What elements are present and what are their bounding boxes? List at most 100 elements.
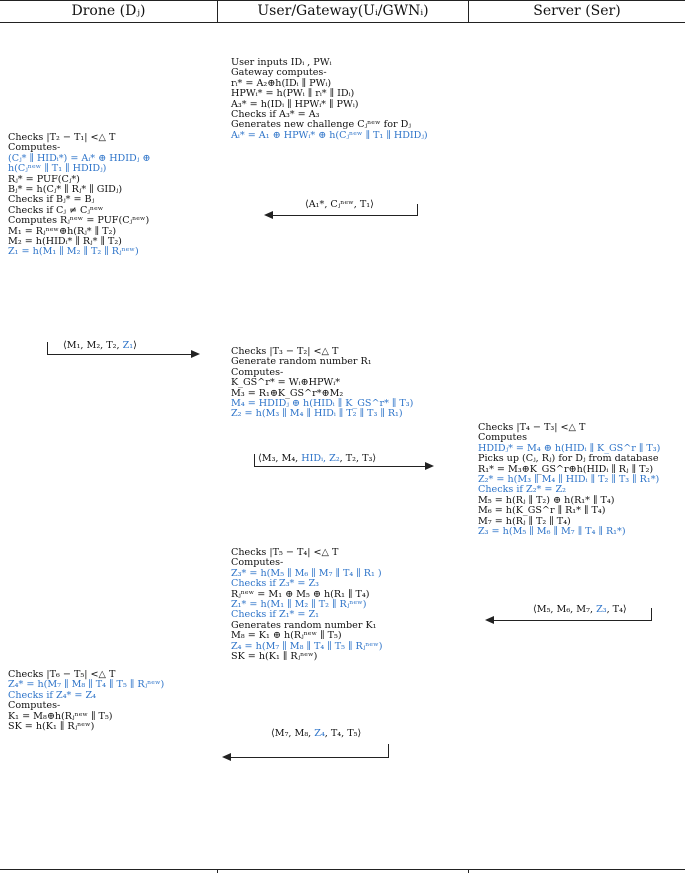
equation-line: Z₄* = h(M₇ ∥ M₈ ∥ T₄ ∥ T₅ ∥ Rⱼⁿᵉʷ) (8, 679, 165, 691)
equation-line: rᵢ* = A₂⊕h(IDᵢ ∥ PWᵢ) (231, 77, 332, 89)
equation-line: Checks |T₂ − T₁| <△ T (8, 132, 116, 143)
equation-line: HPWᵢ* = h(PWᵢ ∥ rᵢ* ∥ IDᵢ) (231, 88, 355, 100)
equation-line: Aᵢ* = A₁ ⊕ HPWᵢ* ⊕ h(Cⱼⁿᵉʷ ∥ T₁ ∥ HDIDⱼ) (231, 129, 428, 141)
equation-line: K₁ = M₈⊕h(Rⱼⁿᵉʷ ∥ T₅) (8, 710, 113, 722)
equation-line: User inputs IDᵢ , PWᵢ (231, 57, 332, 68)
equation-line: Z₃ = h(M₅ ∥ M₆ ∥ M₇ ∥ T₄ ∥ R₁*) (478, 525, 626, 537)
equation-line: SK = h(K₁ ∥ Rⱼⁿᵉʷ) (231, 650, 318, 662)
equation-line: Checks |T₄ − T₃| <△ T (478, 422, 586, 433)
message-1-arrow (272, 215, 417, 216)
message-4-tick (651, 608, 652, 621)
equation-line: Z₃* = h(M₅ ∥ M₆ ∥ M₇ ∥ T₄ ∥ R₁ ) (231, 567, 382, 579)
equation-line: A₃* = h(IDᵢ ∥ HPWᵢ* ∥ PWᵢ) (231, 98, 359, 110)
message-1-arrowhead (264, 211, 273, 219)
message-5-text-b: Z₄ (314, 728, 325, 739)
equation-line: Z₁ = h(M₁ ∥ M₂ ∥ T₂ ∥ Rⱼⁿᵉʷ) (8, 246, 139, 258)
message-4-text-c: , T₄⟩ (606, 604, 627, 615)
equation-line: Checks if Z₄* = Z₄ (8, 689, 96, 701)
message-5-arrow (230, 757, 388, 758)
message-4-arrowhead (485, 616, 494, 624)
equation-line: Checks if Z₂* = Z₂ (478, 484, 566, 496)
message-3-label: ⟨M₃, M₄, HIDᵢ, Z₂, T₂, T₃⟩ (258, 453, 376, 464)
equation-line: Computes- (8, 142, 61, 154)
equation-line: Picks up (Cⱼ, Rⱼ) for Dⱼ from database (478, 453, 659, 465)
drone-header: Drone (Dⱼ) (71, 3, 146, 19)
message-2-tick (47, 342, 48, 354)
equation-line: Rⱼ* = PUF(Cⱼ*) (8, 173, 80, 185)
equation-line: Generates random number K₁ (231, 619, 377, 631)
message-2-arrowhead (191, 350, 200, 358)
message-2-arrow (47, 354, 192, 355)
col-divider-1 (217, 0, 218, 22)
equation-line: Checks |T₆ − T₅| <△ T (8, 669, 116, 680)
equation-line: M₁ = Rⱼⁿᵉʷ⊕h(Rⱼ* ∥ T₂) (8, 225, 117, 237)
equation-line: Checks if Z₁* = Z₁ (231, 609, 319, 621)
message-4-label: ⟨M₅, M₆, M₇, Z₃, T₄⟩ (533, 604, 627, 615)
equation-line: M₇ = h(Rⱼ ∥ T₂ ∥ T₄) (478, 515, 571, 527)
equation-line: Bⱼ* = h(Cⱼ* ∥ Rⱼ* ∥ GIDⱼ) (8, 183, 123, 195)
message-3-tick (254, 454, 255, 466)
equation-line: Checks |T₃ − T₂| <△ T (231, 346, 339, 357)
equation-line: Checks if A₃* = A₃ (231, 108, 320, 120)
equation-line: M₈ = K₁ ⊕ h(Rⱼⁿᵉʷ ∥ T₅) (231, 630, 342, 642)
equation-line: Checks if Z₃* = Z₃ (231, 578, 319, 590)
top-border (0, 0, 685, 1)
equation-line: Gateway computes- (231, 67, 327, 79)
equation-line: Computes- (8, 700, 61, 712)
equation-line: Z₁* = h(M₁ ∥ M₂ ∥ T₂ ∥ Rⱼⁿᵉʷ) (231, 598, 367, 610)
col-tick-2 (468, 869, 469, 873)
equation-line: Generate random number R₁ (231, 356, 372, 368)
equation-line: Z₂* = h(M₃ ∥ M₄ ∥ HIDᵢ ∥ T₂ ∥ T₃ ∥ R₁*) (478, 473, 660, 485)
server-header: Server (Ser) (533, 3, 621, 19)
message-2-label: ⟨M₁, M₂, T₂, Z₁⟩ (63, 340, 137, 351)
equation-line: Generates new challenge Cⱼⁿᵉʷ for Dⱼ (231, 119, 411, 131)
equation-line: M₃ = R₁⊕K_GS^r*⊕M₂ (231, 387, 344, 399)
equation-line: Checks if Bⱼ* = Bⱼ (8, 194, 95, 206)
message-1-tick (417, 204, 418, 216)
equation-line: Rⱼⁿᵉʷ = M₁ ⊕ M₅ ⊕ h(R₁ ∥ T₄) (231, 588, 370, 600)
equation-line: Computes (478, 432, 527, 444)
equation-line: Z₄ = h(M₇ ∥ M₈ ∥ T₄ ∥ T₅ ∥ Rⱼⁿᵉʷ) (231, 640, 383, 652)
message-5-label: ⟨M₇, M₈, Z₄, T₄, T₅⟩ (271, 728, 361, 739)
message-2-text-a: ⟨M₁, M₂, T₂, (63, 340, 123, 351)
col-divider-2 (468, 0, 469, 22)
equation-line: Computes Rⱼⁿᵉʷ = PUF(Cⱼⁿᵉʷ) (8, 215, 150, 227)
equation-line: Z₂ = h(M₃ ∥ M₄ ∥ HIDᵢ ∥ T₂ ∥ T₃ ∥ R₁) (231, 408, 403, 420)
message-3-arrowhead (425, 462, 434, 470)
equation-line: M₄ = HDIDⱼ ⊕ h(HIDᵢ ∥ K_GS^r* ∥ T₃) (231, 397, 414, 409)
equation-line: K_GS^r* = Wᵢ⊕HPWᵢ* (231, 377, 340, 389)
equation-line: M₅ = h(Rⱼ ∥ T₂) ⊕ h(R₁* ∥ T₄) (478, 494, 615, 506)
message-4-arrow (493, 620, 651, 621)
col-tick-1 (217, 869, 218, 873)
equation-line: Checks if Cⱼ ≠ Cⱼⁿᵉʷ (8, 204, 104, 216)
message-5-arrowhead (222, 753, 231, 761)
equation-line: Computes- (231, 366, 284, 378)
equation-line: HDIDⱼ* = M₄ ⊕ h(HIDᵢ ∥ K_GS^r ∥ T₃) (478, 442, 661, 454)
header-divider (0, 22, 685, 23)
bottom-border (0, 869, 685, 870)
equation-line: M₂ = h(HIDᵢ* ∥ Rⱼ* ∥ T₂) (8, 235, 122, 247)
equation-line: Computes- (231, 557, 284, 569)
message-3-arrow (254, 466, 426, 467)
message-3-text-b: HIDᵢ, Z₂ (301, 453, 340, 464)
equation-line: M₆ = h(K_GS^r ∥ R₁* ∥ T₄) (478, 505, 606, 517)
message-5-text-c: , T₄, T₅⟩ (324, 728, 362, 739)
equation-line: Checks |T₅ − T₄| <△ T (231, 547, 339, 558)
message-5-text-a: ⟨M₇, M₈, (271, 728, 315, 739)
message-4-text-b: Z₃ (596, 604, 607, 615)
message-3-text-c: , T₂, T₃⟩ (339, 453, 377, 464)
message-2-text-b: Z₁ (122, 340, 134, 351)
equation-line: SK = h(K₁ ∥ Rⱼⁿᵉʷ) (8, 720, 95, 732)
equation-line: (Cⱼ* ∥ HIDᵢ*) = Aᵢ* ⊕ HDIDⱼ ⊕ (8, 152, 151, 164)
message-1-label: ⟨A₁*, Cⱼⁿᵉʷ, T₁⟩ (305, 199, 374, 210)
message-2-text-c: ⟩ (133, 340, 137, 351)
message-5-tick (388, 744, 389, 758)
equation-line: h(Cⱼⁿᵉʷ ∥ T₁ ∥ HDIDⱼ) (8, 163, 107, 175)
message-3-text-a: ⟨M₃, M₄, (258, 453, 302, 464)
gateway-header: User/Gateway(Uᵢ/GWNᵢ) (257, 3, 429, 19)
